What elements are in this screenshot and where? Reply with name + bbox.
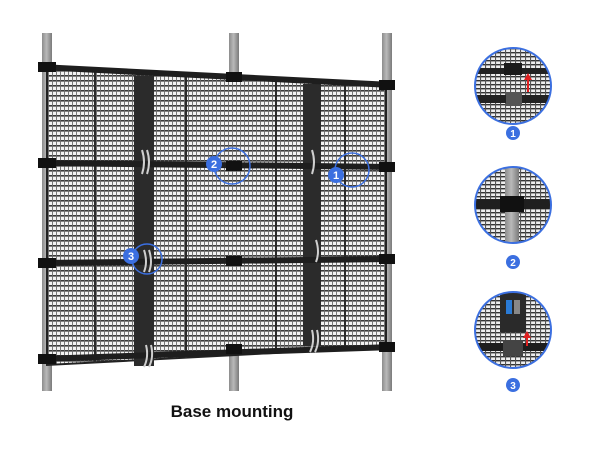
led-panel-wall bbox=[38, 62, 395, 368]
cables bbox=[141, 149, 320, 368]
svg-text:3: 3 bbox=[128, 251, 134, 263]
callout-marker-2: 2 bbox=[206, 147, 251, 185]
detail-view-2: 2 bbox=[474, 166, 552, 269]
svg-text:1: 1 bbox=[333, 170, 339, 182]
detail-view-1: 1 bbox=[474, 47, 552, 140]
panel-seams bbox=[94, 70, 346, 363]
svg-text:2: 2 bbox=[211, 159, 217, 171]
figure-caption: Base mounting bbox=[170, 402, 294, 421]
module-column-right bbox=[303, 84, 321, 346]
svg-text:2: 2 bbox=[510, 258, 516, 269]
svg-text:3: 3 bbox=[510, 381, 516, 392]
pole-clamps bbox=[38, 62, 395, 364]
detail-view-3: 3 bbox=[474, 291, 552, 392]
callout-marker-3: 3 bbox=[123, 243, 163, 275]
panel-area bbox=[46, 66, 387, 367]
module-column-left bbox=[134, 76, 154, 366]
svg-text:1: 1 bbox=[510, 129, 516, 140]
callout-marker-1: 1 bbox=[328, 152, 370, 188]
